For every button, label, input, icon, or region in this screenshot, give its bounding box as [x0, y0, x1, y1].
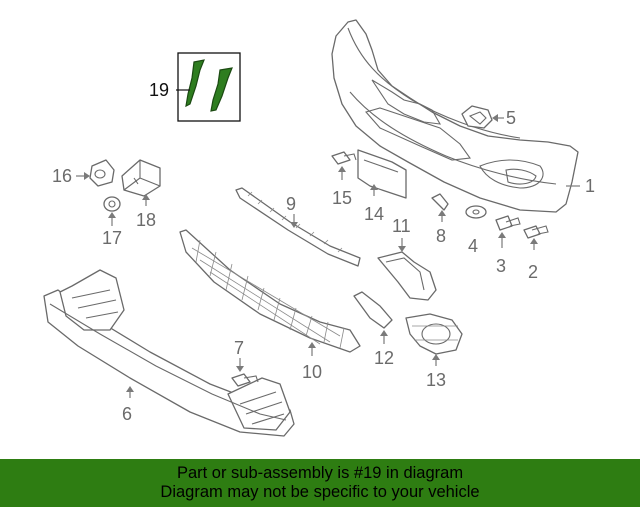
- callout-8[interactable]: 8: [436, 226, 446, 246]
- part-2-bolt[interactable]: [523, 225, 549, 239]
- part-5-cover-cap[interactable]: [461, 105, 493, 129]
- part-8-clip[interactable]: [431, 193, 449, 211]
- callout-3[interactable]: 3: [496, 256, 506, 276]
- callout-18[interactable]: 18: [136, 210, 156, 230]
- part-19-bracket-left[interactable]: [185, 59, 205, 108]
- part-4-washer[interactable]: [465, 205, 487, 219]
- part-16-sensor[interactable]: [89, 159, 115, 187]
- callout-13[interactable]: 13: [426, 370, 446, 390]
- callout-14[interactable]: 14: [364, 204, 384, 224]
- callout-15[interactable]: 15: [332, 188, 352, 208]
- callout-12[interactable]: 12: [374, 348, 394, 368]
- part-17-grommet[interactable]: [103, 196, 121, 212]
- part-18-sensor-bracket[interactable]: [121, 159, 161, 197]
- part-1-bumper-cover[interactable]: [331, 19, 579, 213]
- callout-16[interactable]: 16: [52, 166, 72, 186]
- callout-5[interactable]: 5: [506, 108, 516, 128]
- callout-11[interactable]: 11: [392, 216, 411, 236]
- banner-line-1: Part or sub-assembly is #19 in diagram: [176, 464, 464, 482]
- info-banner: Part or sub-assembly is #19 in diagram D…: [0, 459, 640, 507]
- part-10-lower-grille[interactable]: [179, 229, 361, 353]
- part-3-bolt[interactable]: [495, 215, 521, 231]
- callout-2[interactable]: 2: [528, 262, 538, 282]
- part-6-reinforcement-beam[interactable]: [43, 269, 295, 437]
- part-13-fog-bezel[interactable]: [405, 313, 463, 355]
- part-14-plate-bracket[interactable]: [357, 149, 407, 199]
- part-11-bracket[interactable]: [377, 251, 437, 301]
- callout-6[interactable]: 6: [122, 404, 132, 424]
- callout-10[interactable]: 10: [302, 362, 322, 382]
- callout-17[interactable]: 17: [102, 228, 122, 248]
- banner-line-2: Diagram may not be specific to your vehi…: [160, 483, 480, 501]
- part-9-upper-grille[interactable]: [235, 187, 361, 267]
- callout-7[interactable]: 7: [234, 338, 244, 358]
- callout-9[interactable]: 9: [286, 194, 296, 214]
- callout-4[interactable]: 4: [468, 236, 478, 256]
- part-12-side-trim[interactable]: [353, 291, 393, 329]
- callout-19[interactable]: 19: [149, 80, 169, 100]
- part-19-highlight-box[interactable]: [176, 52, 241, 122]
- part-15-bolt[interactable]: [331, 151, 357, 165]
- part-19-bracket-right[interactable]: [210, 67, 233, 112]
- parts-diagram: 19 1 5 2 3 4 8: [43, 19, 595, 437]
- callout-1[interactable]: 1: [585, 176, 595, 196]
- part-7-bolt[interactable]: [231, 373, 259, 387]
